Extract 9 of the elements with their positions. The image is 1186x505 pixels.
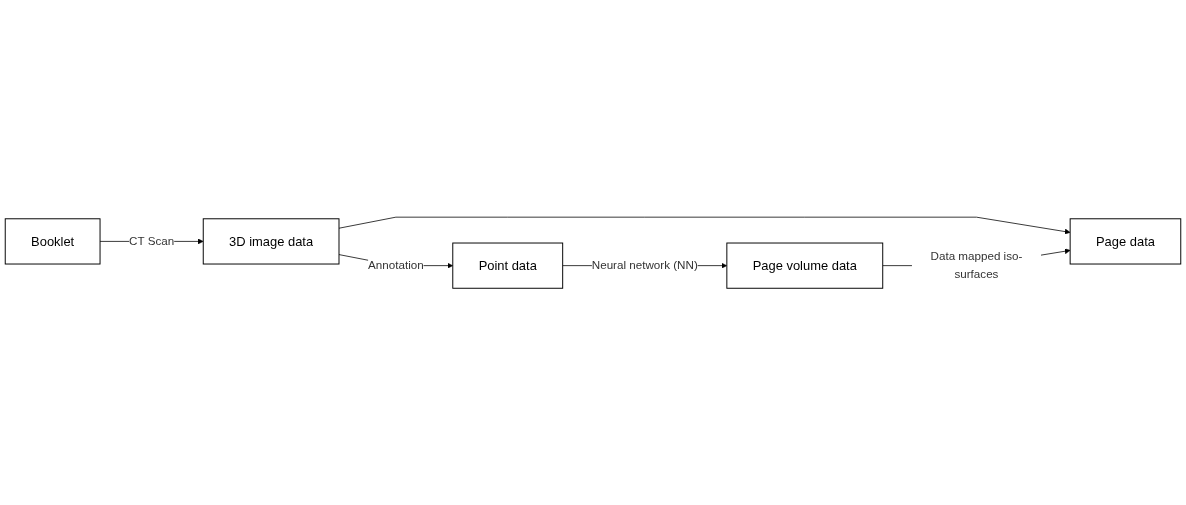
node-box: Booklet (4, 218, 101, 265)
node-box: Page data (1069, 218, 1182, 265)
edge-label: Neural network (NN) (591, 258, 698, 272)
edge-label: CT Scan (129, 234, 175, 248)
edge-label: Annotation (368, 258, 424, 272)
node-box: Page volume data (726, 242, 884, 289)
node-box: 3D image data (202, 218, 340, 265)
node-box: Point data (452, 242, 564, 289)
edge-label: Data mapped iso-surfaces (930, 249, 1023, 281)
